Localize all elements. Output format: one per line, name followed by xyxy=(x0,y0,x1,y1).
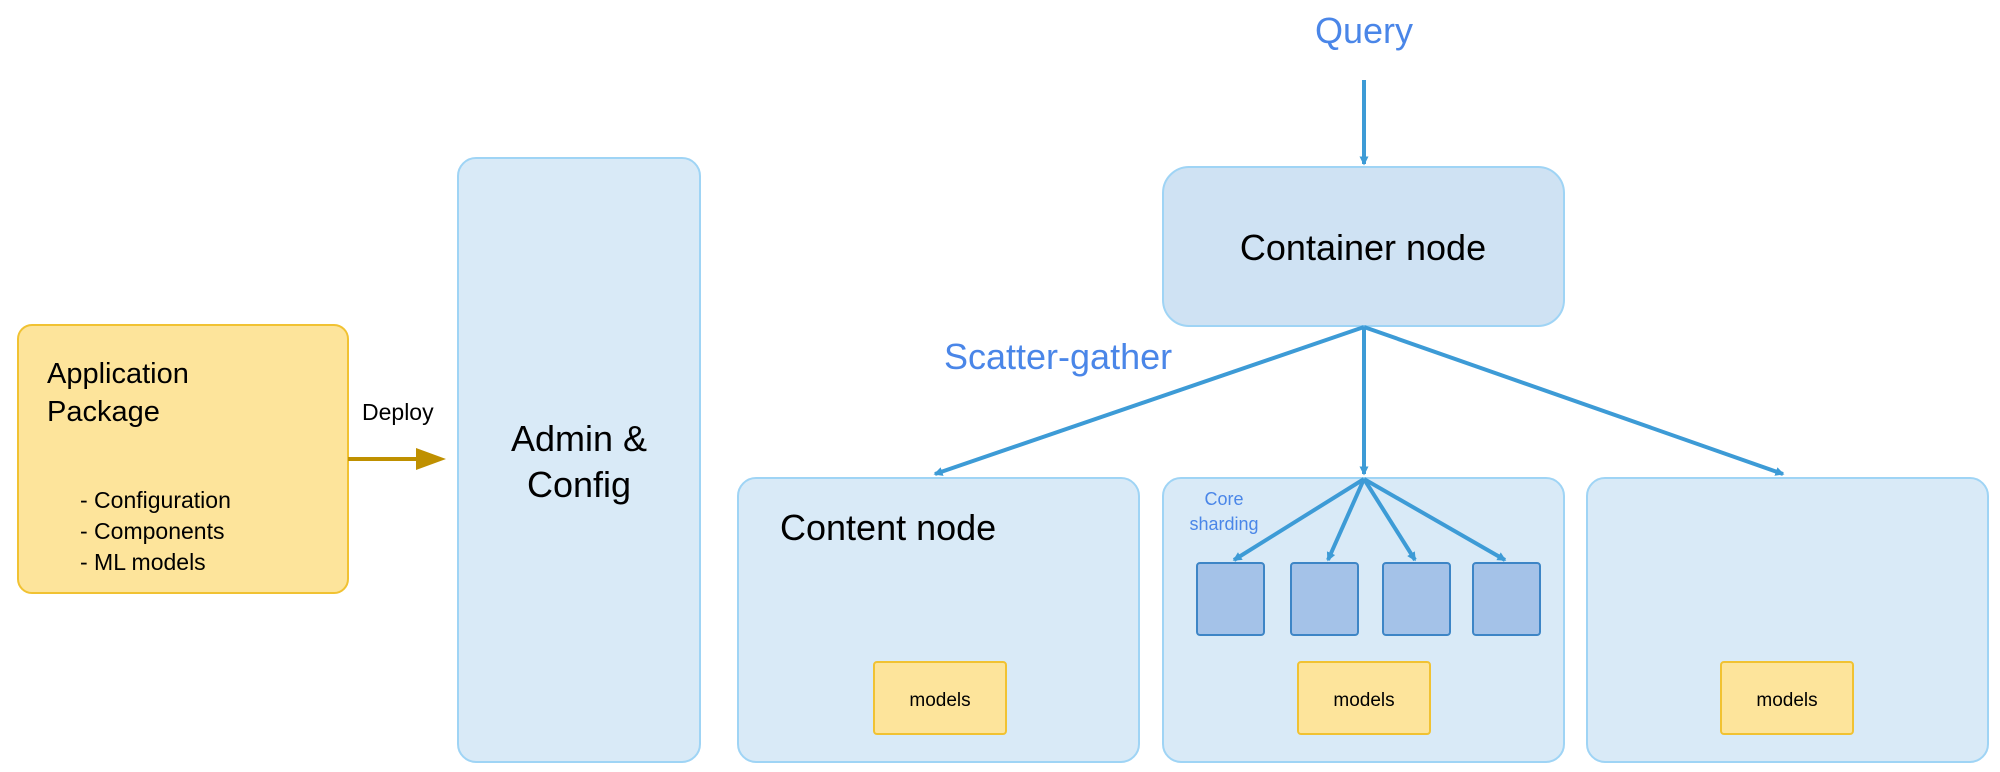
core-shard-3 xyxy=(1382,562,1451,636)
models-label-3: models xyxy=(1756,690,1817,711)
core-sharding-line1: Core xyxy=(1204,489,1243,509)
scatter-arrow-left xyxy=(933,325,1365,476)
admin-config-line1: Admin & xyxy=(511,418,647,459)
models-label-2: models xyxy=(1333,690,1394,711)
app-package-item-configuration: - Configuration xyxy=(80,487,231,513)
app-package-title-line2: Package xyxy=(47,396,160,428)
admin-config-line2: Config xyxy=(527,464,631,505)
app-package-title-line1: Application xyxy=(47,358,189,390)
shard-arrow-4 xyxy=(1363,477,1507,562)
core-shard-1 xyxy=(1196,562,1265,636)
content-node-3-box: models xyxy=(1586,477,1989,763)
app-package-item-components: - Components xyxy=(80,518,224,544)
admin-config-box: Admin & Config xyxy=(457,157,701,763)
query-label: Query xyxy=(1315,10,1413,51)
shard-arrow-3 xyxy=(1362,477,1417,562)
content-node-label: Content node xyxy=(780,507,996,548)
container-node-box: Container node xyxy=(1162,166,1565,327)
models-box-3 xyxy=(1720,661,1854,735)
core-shard-4 xyxy=(1472,562,1541,636)
shard-arrow-1 xyxy=(1232,477,1366,562)
models-box-1 xyxy=(873,661,1007,735)
scatter-gather-label: Scatter-gather xyxy=(944,336,1172,377)
scatter-arrow-right xyxy=(1363,325,1785,476)
core-shard-2 xyxy=(1290,562,1359,636)
models-label-1: models xyxy=(909,690,970,711)
container-node-label: Container node xyxy=(1240,227,1486,268)
core-sharding-line2: sharding xyxy=(1189,514,1258,534)
shard-arrow-2 xyxy=(1326,478,1366,562)
app-package-item-ml-models: - ML models xyxy=(80,549,206,575)
application-package-box: Application Package - Configuration - Co… xyxy=(17,324,349,594)
content-node-2-box: Core sharding models xyxy=(1162,477,1565,763)
content-node-1-box: Content node models xyxy=(737,477,1140,763)
deploy-arrow xyxy=(348,448,446,470)
models-box-2 xyxy=(1297,661,1431,735)
deploy-label: Deploy xyxy=(362,399,434,425)
